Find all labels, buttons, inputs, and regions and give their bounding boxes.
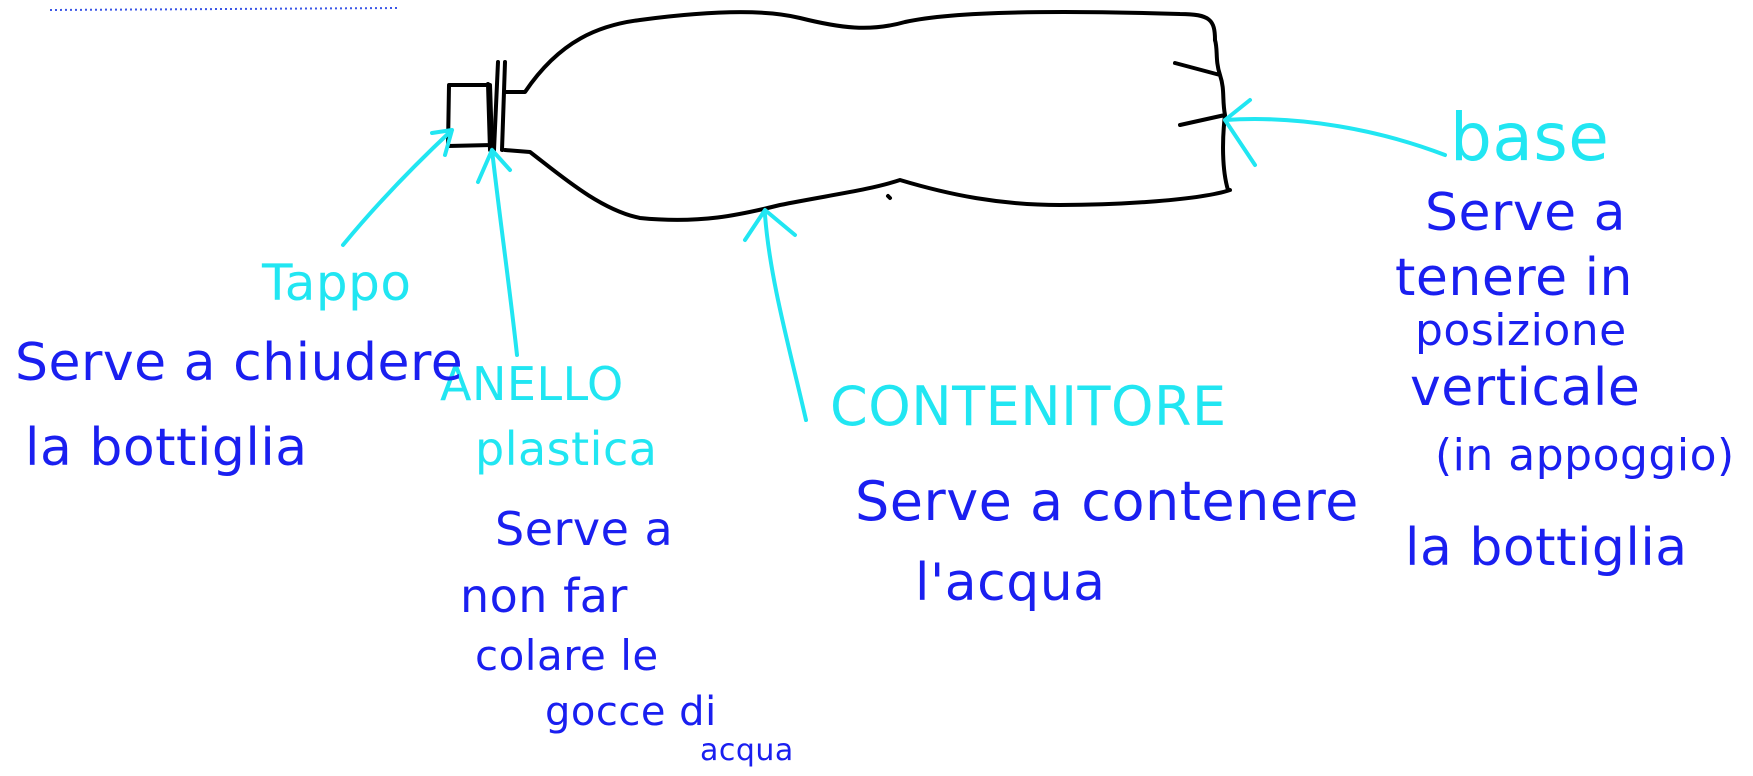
description-anello-line4: gocce di [545, 689, 717, 735]
description-base-line6: la bottiglia [1405, 518, 1688, 578]
arrow-base [1225, 100, 1445, 165]
description-base-line2: tenere in [1395, 248, 1633, 308]
dotted-rule [50, 8, 400, 10]
description-tappo-line2: la bottiglia [25, 418, 308, 478]
description-base-line4: verticale [1410, 358, 1640, 418]
description-anello: Serve a non far colare le gocce di acqua [460, 502, 794, 768]
bottle-cap [448, 85, 492, 146]
label-anello-line1: ANELLO [440, 357, 624, 411]
description-contenitore-line1: Serve a contenere [855, 470, 1359, 533]
bottle-body-bottom [505, 150, 1230, 220]
description-tappo: Serve a chiudere la bottiglia [15, 333, 463, 478]
description-tappo-line1: Serve a chiudere [15, 333, 463, 393]
bottle-ring [488, 62, 505, 150]
description-anello-line3: colare le [475, 631, 659, 680]
description-base-line1: Serve a [1425, 183, 1626, 243]
label-contenitore: CONTENITORE [830, 375, 1227, 438]
description-base-line3: posizione [1415, 305, 1627, 356]
arrow-anello [478, 150, 517, 355]
description-base-line5: (in appoggio) [1435, 430, 1735, 481]
arrow-contenitore [745, 210, 806, 420]
arrow-tappo [343, 130, 452, 245]
description-anello-line1: Serve a [495, 502, 673, 556]
label-base: base [1450, 99, 1609, 176]
description-contenitore: Serve a contenere l'acqua [855, 470, 1359, 613]
description-anello-line2: non far [460, 569, 628, 623]
bottle-neck [505, 12, 1215, 92]
description-anello-line5: acqua [700, 733, 794, 768]
description-contenitore-line2: l'acqua [915, 553, 1106, 613]
bottle-base [1175, 40, 1228, 190]
bottle-dot [888, 196, 890, 198]
label-tappo: Tappo [261, 254, 411, 312]
bottle-drawing [448, 12, 1230, 220]
description-base: Serve a tenere in posizione verticale (i… [1395, 183, 1735, 578]
label-anello-line2: plastica [475, 422, 657, 476]
